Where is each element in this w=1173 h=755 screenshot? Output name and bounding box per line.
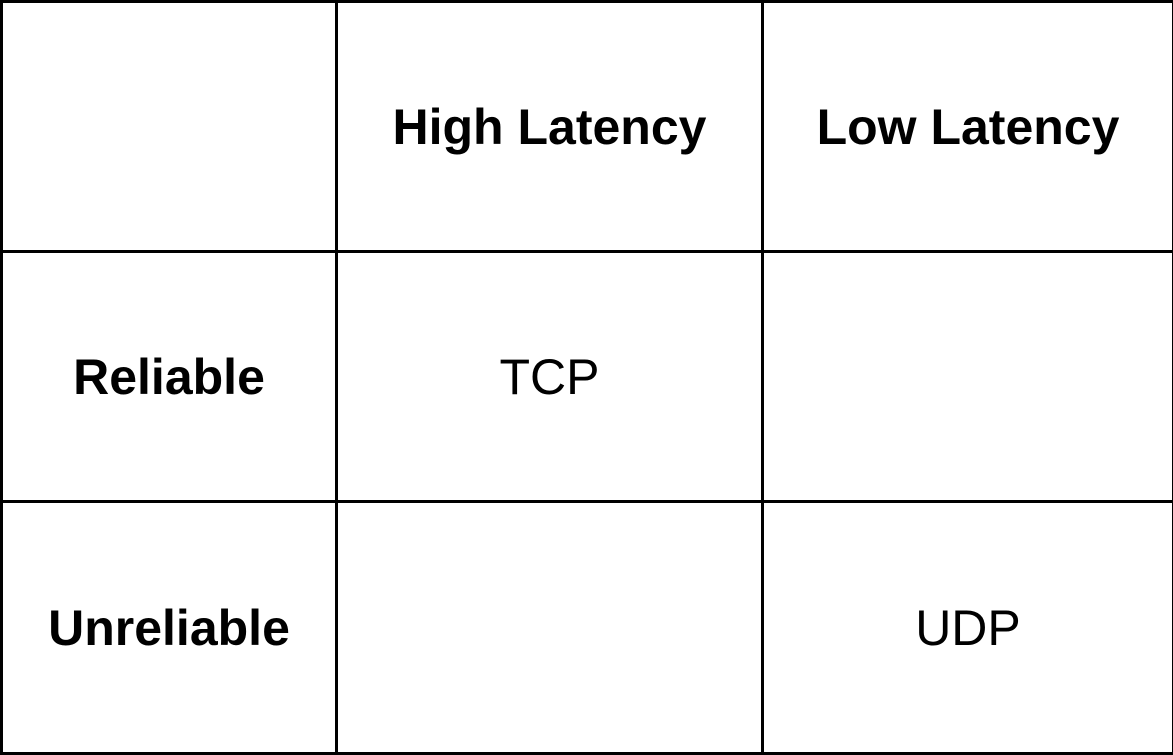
column-header-low-latency: Low Latency: [763, 2, 1173, 252]
corner-cell: [2, 2, 337, 252]
row-reliable: Reliable TCP: [2, 252, 1173, 502]
cell-unreliable-low-latency: UDP: [763, 502, 1173, 754]
row-unreliable: Unreliable UDP: [2, 502, 1173, 754]
cell-reliable-high-latency: TCP: [337, 252, 763, 502]
cell-reliable-low-latency: [763, 252, 1173, 502]
header-row: High Latency Low Latency: [2, 2, 1173, 252]
cell-unreliable-high-latency: [337, 502, 763, 754]
column-header-high-latency: High Latency: [337, 2, 763, 252]
row-header-reliable: Reliable: [2, 252, 337, 502]
row-header-unreliable: Unreliable: [2, 502, 337, 754]
